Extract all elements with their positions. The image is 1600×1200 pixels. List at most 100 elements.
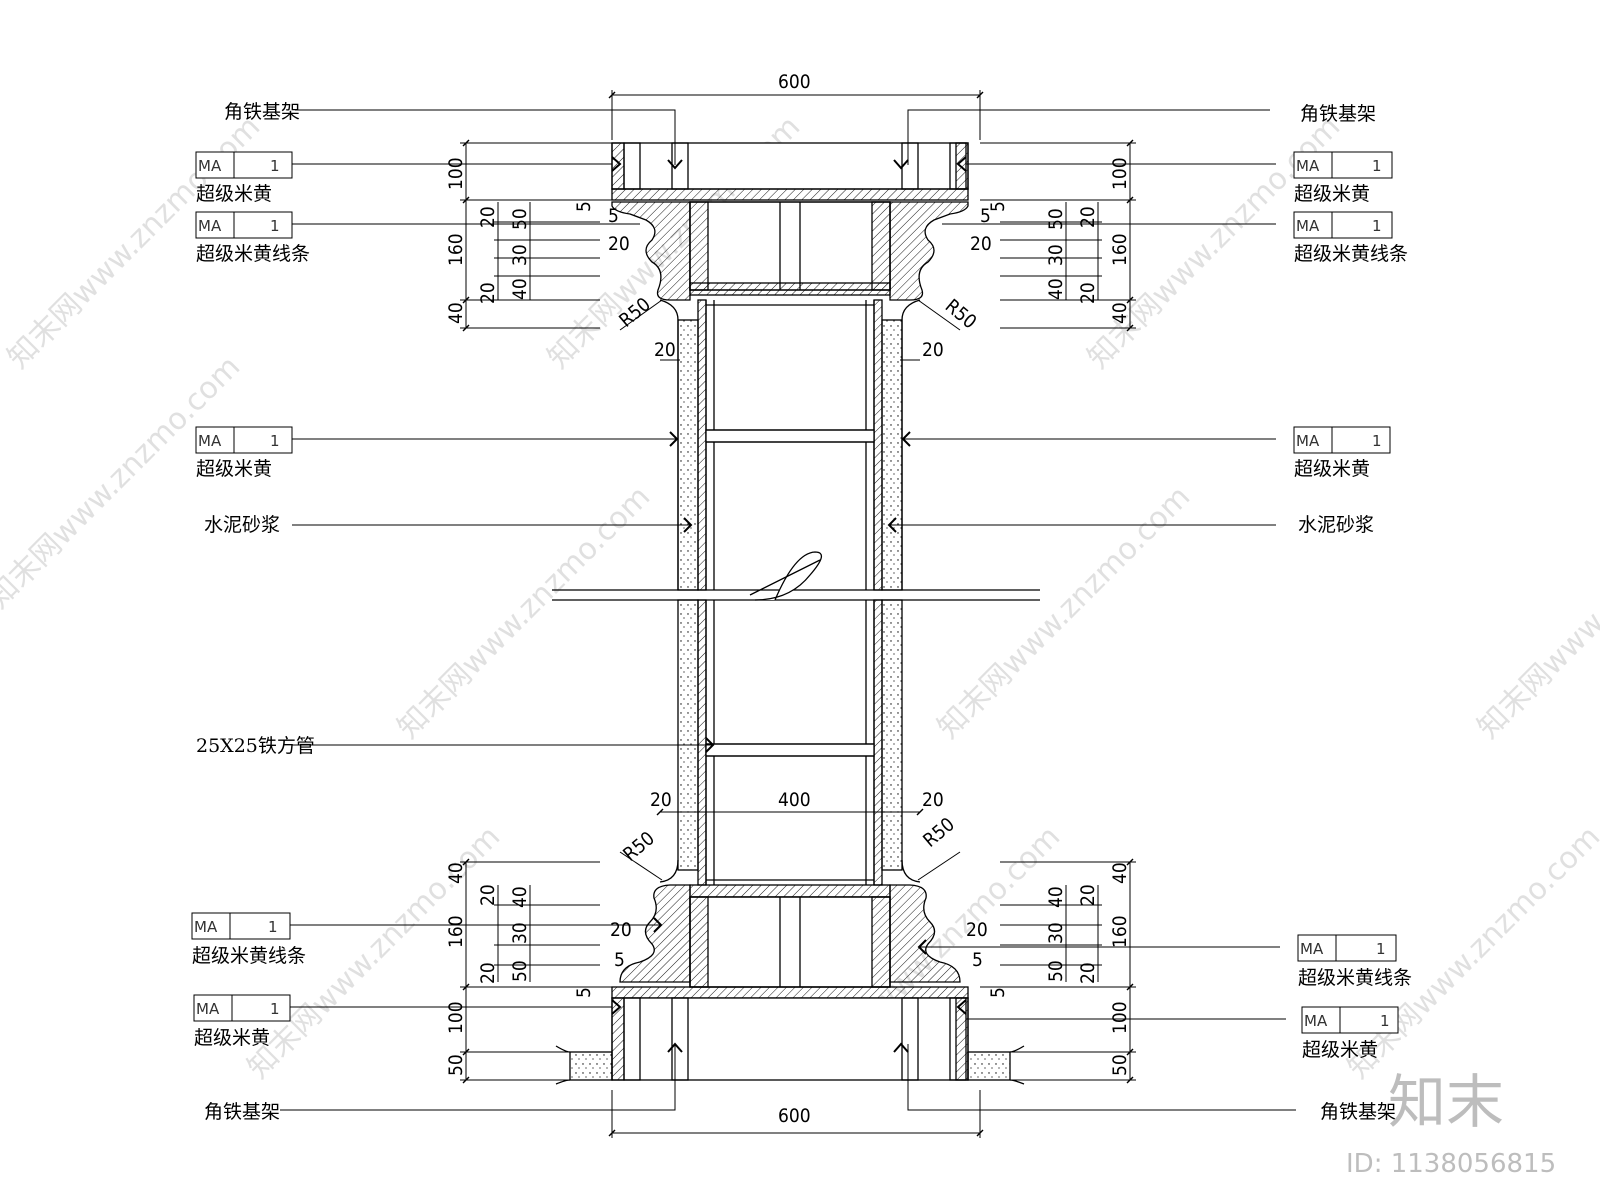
break-line (552, 551, 1040, 601)
dim-5: 5 (972, 949, 983, 971)
label-angle-iron-frame: 角铁基架 (1320, 1101, 1396, 1123)
dim-100: 100 (445, 1001, 467, 1034)
dim-inner-width: 400 (778, 789, 811, 811)
dimension-text: 600 600 400 R50 R50 R50 R50 20 20 20 20 … (445, 71, 1131, 1127)
dim-20: 20 (650, 789, 672, 811)
dim-5: 5 (980, 205, 991, 227)
tag-num: 1 (1376, 940, 1386, 958)
brand-logo: 知末 (1388, 1068, 1504, 1136)
label-stone: 超级米黄 (1294, 183, 1370, 205)
tag-num: 1 (1372, 157, 1382, 175)
dim-40: 40 (1109, 302, 1131, 324)
dim-50: 50 (509, 208, 531, 230)
leader-lines (280, 109, 1296, 1111)
dim-20: 20 (922, 789, 944, 811)
dim-20: 20 (608, 233, 630, 255)
watermark-text: 知末网www.znzmo.com (1471, 479, 1600, 745)
dim-40: 40 (1045, 278, 1067, 300)
dim-30: 30 (509, 922, 531, 944)
tag-num: 1 (268, 918, 278, 936)
dim-50: 50 (1045, 208, 1067, 230)
tag-code: MA (198, 432, 222, 450)
tag-code: MA (1296, 217, 1320, 235)
dim-20: 20 (477, 282, 499, 304)
dim-radius: R50 (941, 295, 981, 333)
label-stone: 超级米黄 (196, 458, 272, 480)
dim-50: 50 (509, 960, 531, 982)
dim-40: 40 (1045, 886, 1067, 908)
dim-20: 20 (1077, 884, 1099, 906)
dim-20: 20 (1077, 962, 1099, 984)
dim-20: 20 (970, 233, 992, 255)
label-stone: 超级米黄 (1294, 458, 1370, 480)
label-stone-line: 超级米黄线条 (1298, 967, 1412, 989)
dim-20: 20 (966, 919, 988, 941)
column-body (552, 142, 1040, 1085)
label-steel-tube: 25X25铁方管 (196, 735, 315, 757)
label-mortar: 水泥砂浆 (1298, 514, 1374, 536)
material-tags (191, 151, 1399, 1034)
tag-code: MA (198, 217, 222, 235)
tag-num: 1 (1372, 217, 1382, 235)
dim-100: 100 (1109, 157, 1131, 190)
dim-160: 160 (445, 233, 467, 266)
dim-5: 5 (573, 987, 595, 998)
dim-5: 5 (608, 205, 619, 227)
dim-bottom-width: 600 (778, 1105, 811, 1127)
label-angle-iron-frame: 角铁基架 (204, 1101, 280, 1123)
label-stone: 超级米黄 (196, 183, 272, 205)
dim-50: 50 (1109, 1054, 1131, 1076)
dim-5: 5 (987, 987, 1009, 998)
dim-40: 40 (509, 886, 531, 908)
tag-code: MA (198, 157, 222, 175)
watermark-text: 知末网www.znzmo.com (931, 479, 1197, 745)
tag-num: 1 (270, 1000, 280, 1018)
dim-radius: R50 (619, 827, 659, 865)
dim-20: 20 (654, 339, 676, 361)
tag-code: MA (1300, 940, 1324, 958)
tag-num: 1 (270, 432, 280, 450)
label-stone-line: 超级米黄线条 (192, 945, 306, 967)
label-stone-line: 超级米黄线条 (196, 243, 310, 265)
tag-code: MA (194, 918, 218, 936)
material-tag-text: MA 1 MA 1 MA 1 MA 1 MA 1 MA 1 MA 1 MA 1 … (194, 157, 1390, 1030)
dim-160: 160 (445, 915, 467, 948)
tag-num: 1 (270, 157, 280, 175)
tag-num: 1 (1372, 432, 1382, 450)
image-id: ID: 1138056815 (1346, 1149, 1556, 1179)
dim-40: 40 (509, 278, 531, 300)
dim-20: 20 (922, 339, 944, 361)
label-stone-line: 超级米黄线条 (1294, 243, 1408, 265)
watermark-text: 知末网www.znzmo.com (391, 479, 657, 745)
dim-30: 30 (509, 244, 531, 266)
label-stone: 超级米黄 (194, 1027, 270, 1049)
dim-50: 50 (445, 1054, 467, 1076)
dim-20: 20 (477, 962, 499, 984)
dim-30: 30 (1045, 244, 1067, 266)
dim-100: 100 (1109, 1001, 1131, 1034)
label-angle-iron-frame: 角铁基架 (224, 101, 300, 123)
dim-20: 20 (1077, 282, 1099, 304)
dim-160: 160 (1109, 233, 1131, 266)
dim-top-width: 600 (778, 71, 811, 93)
dim-100: 100 (445, 157, 467, 190)
label-stone: 超级米黄 (1302, 1039, 1378, 1061)
dim-radius: R50 (919, 813, 959, 851)
label-angle-iron-frame: 角铁基架 (1300, 103, 1376, 125)
dim-5: 5 (987, 201, 1009, 212)
dim-20: 20 (1077, 206, 1099, 228)
dim-40: 40 (445, 302, 467, 324)
dim-20: 20 (610, 919, 632, 941)
tag-code: MA (1296, 432, 1320, 450)
dim-20: 20 (477, 884, 499, 906)
dim-40: 40 (1109, 862, 1131, 884)
dim-160: 160 (1109, 915, 1131, 948)
tag-code: MA (1296, 157, 1320, 175)
tag-code: MA (1304, 1012, 1328, 1030)
material-labels: 角铁基架 角铁基架 超级米黄 超级米黄 超级米黄线条 超级米黄线条 超级米黄 超… (192, 101, 1412, 1123)
dim-50: 50 (1045, 960, 1067, 982)
dim-20: 20 (477, 206, 499, 228)
tag-num: 1 (1380, 1012, 1390, 1030)
dim-30: 30 (1045, 922, 1067, 944)
